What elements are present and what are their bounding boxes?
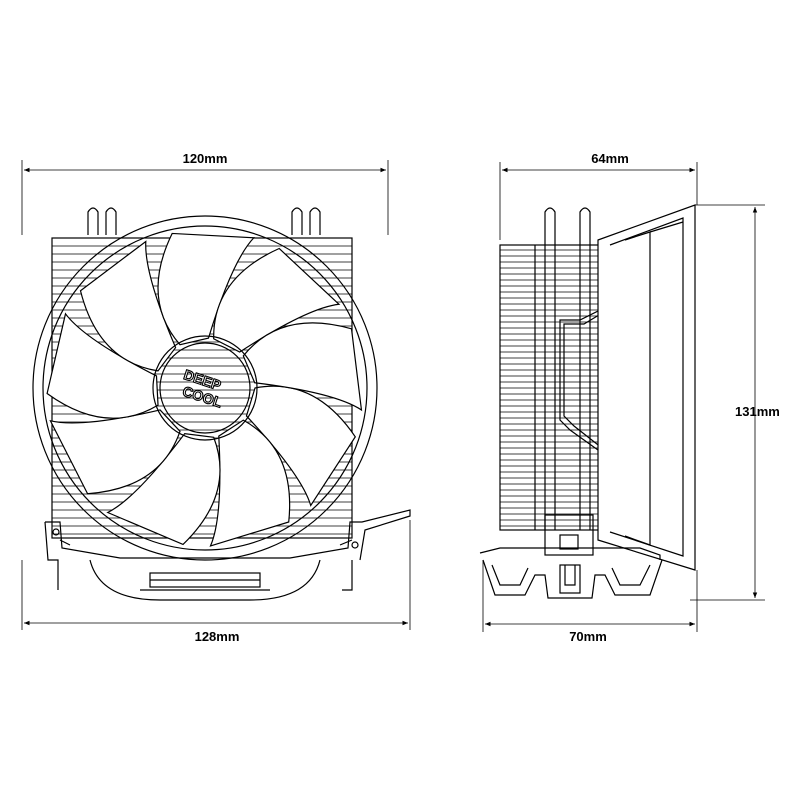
dim-label-70mm: 70mm [569,629,607,644]
side-heatpipe-tips [544,207,591,245]
dim-height: 131mm [690,204,780,601]
deepcool-logo-icon: DEEP COOL [180,366,225,411]
dim-front-total-width: 128mm [21,520,411,644]
dim-label-120mm: 120mm [183,151,228,166]
dim-label-64mm: 64mm [591,151,629,166]
dim-label-128mm: 128mm [195,629,240,644]
dim-side-total-depth: 70mm [482,560,698,644]
fan-hub [152,335,258,441]
side-base [479,514,663,599]
dim-front-width: 120mm [21,151,389,235]
front-mounting-bracket [44,509,411,601]
side-fin-stack [499,244,606,531]
side-view: 64mm 70mm 131mm [479,151,780,644]
fan-frame [32,215,378,561]
side-fan-frame [597,204,696,571]
fan-blades [46,232,363,547]
dim-side-depth: 64mm [499,151,698,240]
dim-label-131mm: 131mm [735,404,780,419]
front-view: DEEP COOL 120mm 128mm [21,151,411,644]
front-heatpipe-tips [87,207,321,235]
